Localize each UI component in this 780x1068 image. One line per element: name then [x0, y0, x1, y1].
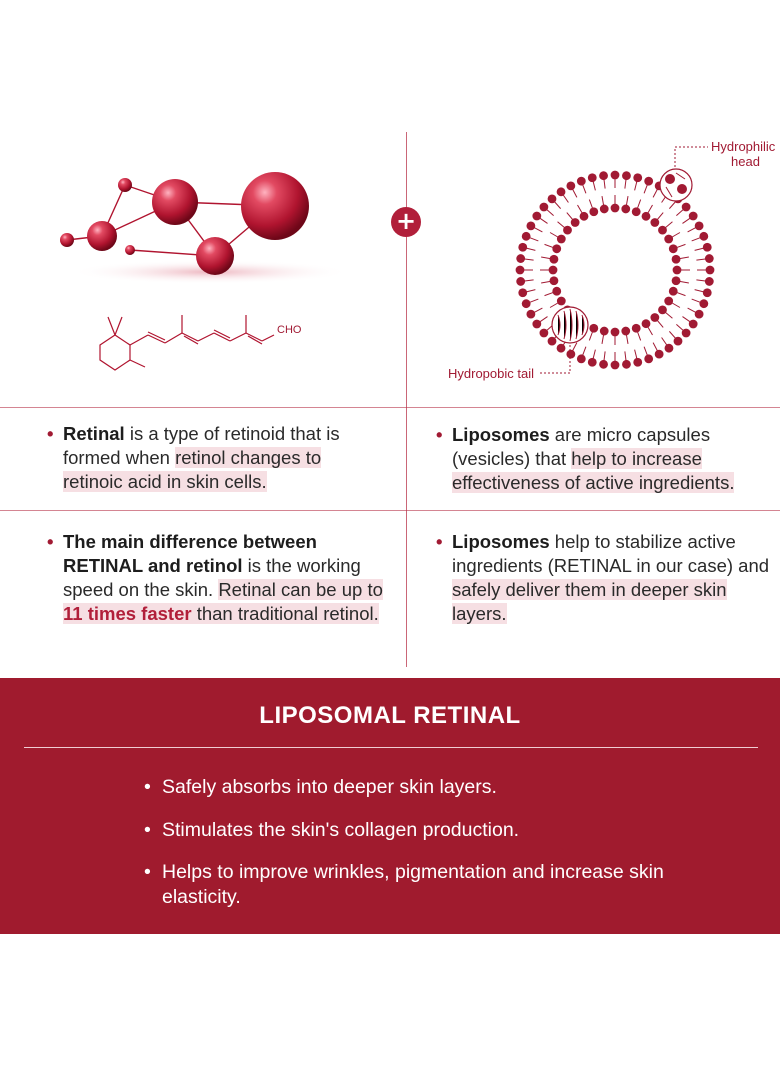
bullet-icon: • — [436, 531, 443, 552]
atom-sphere — [125, 245, 135, 255]
bullet-icon: • — [47, 423, 54, 444]
bullet-icon: • — [436, 424, 443, 445]
benefit-item: •Stimulates the skin's collagen producti… — [144, 819, 520, 841]
molecule-illustration — [60, 172, 350, 284]
horizontal-divider-2 — [0, 510, 780, 511]
atom-sphere — [118, 178, 132, 192]
hydrophobic-tail-label: Hydropobic tail — [448, 366, 534, 381]
formula-cho-label: CHO — [277, 324, 302, 336]
benefit-item: •Helps to improve wrinkles, pigmentation… — [144, 861, 664, 908]
retinal-difference-point: • The main difference between RETINAL an… — [47, 531, 383, 624]
liposomal-retinal-banner — [0, 678, 780, 934]
benefit-item: •Safely absorbs into deeper skin layers. — [144, 776, 497, 798]
atom-sphere — [152, 179, 198, 225]
vertical-divider — [406, 132, 407, 667]
atom-sphere — [87, 221, 117, 251]
liposome-delivery-point: • Liposomes help to stabilize active ing… — [436, 531, 770, 624]
bullet-icon: • — [47, 531, 54, 552]
liposome-callouts — [540, 146, 708, 374]
bullet-icon: • — [144, 776, 151, 798]
horizontal-divider-1 — [0, 407, 780, 408]
banner-divider — [24, 747, 758, 748]
liposome-definition-point: • Liposomes are micro capsules (vesicles… — [436, 424, 735, 493]
bullet-icon: • — [144, 819, 151, 841]
liposome-illustration — [515, 170, 715, 370]
plus-icon: + — [391, 207, 421, 237]
banner-title: LIPOSOMAL RETINAL — [259, 702, 521, 729]
retinal-definition-point: • Retinal is a type of retinoid that is … — [47, 423, 340, 492]
atom-sphere — [60, 233, 74, 247]
bullet-icon: • — [144, 861, 151, 883]
hydrophilic-head-label: Hydrophilic head — [711, 139, 776, 169]
atom-sphere — [196, 237, 234, 275]
atom-sphere — [241, 172, 309, 240]
retinal-structure-formula — [99, 315, 275, 371]
